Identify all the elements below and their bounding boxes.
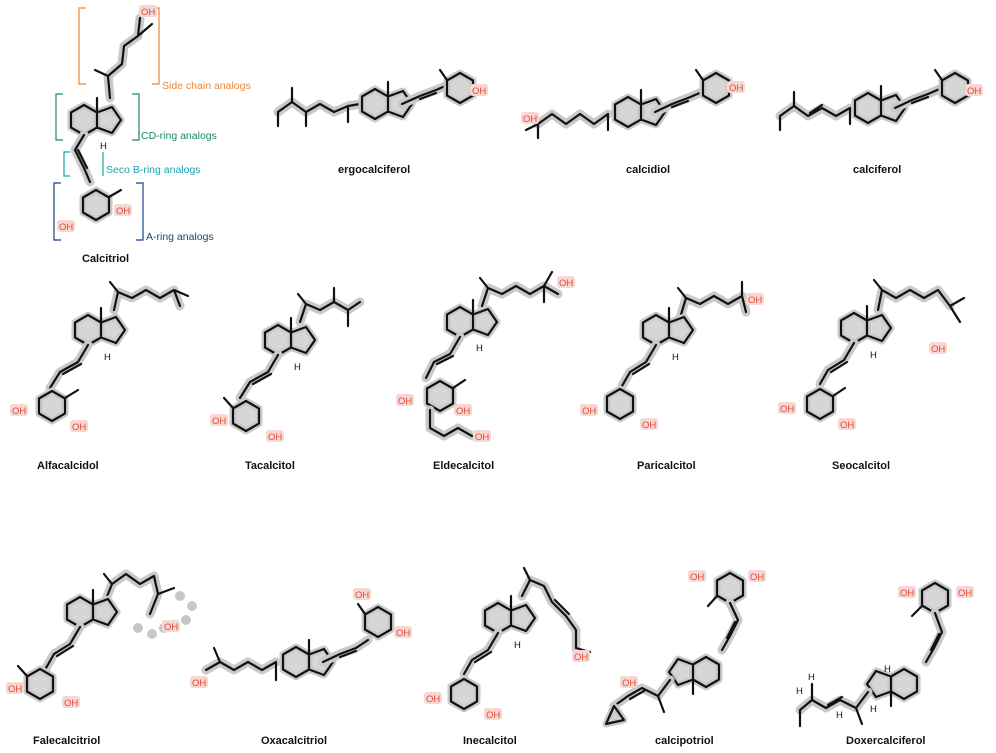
oh-label: OH [840,420,854,431]
compound-name-alfacalcidol: Alfacalcidol [37,460,99,472]
h-label: H [884,664,891,675]
compound-name-oxacalcitriol: Oxacalcitriol [261,735,327,747]
oh-label: OH [967,86,981,97]
falecalcitriol-structure: OH OH OH [6,569,197,709]
oh-label: OH [72,422,86,433]
calcitriol-structure: Side chain analogs CD-ring analogs Seco … [53,5,251,243]
h-label: H [514,640,521,651]
h-label: H [808,672,815,683]
h-label: H [836,710,843,721]
seco-b-ring-label: Seco B-ring analogs [106,164,201,176]
eldecalcitol-structure: OH H OH OH OH [396,270,575,443]
compound-name-ergocalciferol: ergocalciferol [338,164,410,176]
compound-name-seocalcitol: Seocalcitol [832,460,890,472]
calcidiol-structure: OH OH [521,68,745,140]
oh-label: OH [690,572,704,583]
oh-label: OH [729,83,743,94]
compound-name-calciferol: calciferol [853,164,901,176]
oh-label: OH [116,206,130,217]
seocalcitol-structure: OH H OH OH [778,278,966,431]
oh-label: OH [268,432,282,443]
oh-label: OH [523,114,537,125]
a-ring-bracket: A-ring analogs [53,182,214,243]
oh-label: OH [472,86,486,97]
compound-name-calcitriol: Calcitriol [82,253,129,265]
inecalcitol-structure: OH H OH OH [424,566,592,721]
h-label: H [100,141,107,152]
a-ring-label: A-ring analogs [146,231,214,243]
side-chain-label: Side chain analogs [162,80,251,92]
oh-label: OH [164,622,178,633]
oh-label: OH [426,694,440,705]
compound-name-doxercalciferol: Doxercalciferol [846,735,925,747]
oh-label: OH [748,295,762,306]
oh-label: OH [931,344,945,355]
h-label: H [870,704,877,715]
seco-b-ring-bracket: Seco B-ring analogs [63,151,201,177]
compound-name-eldecalcitol: Eldecalcitol [433,460,494,472]
compound-name-inecalcitol: Inecalcitol [463,735,517,747]
oh-label: OH [486,710,500,721]
oh-label: OH [574,652,588,663]
oh-label: OH [622,678,636,689]
oh-label: OH [59,222,73,233]
oh-label: OH [750,572,764,583]
cd-ring-label: CD-ring analogs [141,130,217,142]
h-label: H [870,350,877,361]
doxercalciferol-structure: OH OH H H H H H [795,583,974,728]
compound-name-tacalcitol: Tacalcitol [245,460,295,472]
oh-label: OH [456,406,470,417]
calciferol-structure: OH [775,68,983,132]
oh-label: OH [958,588,972,599]
oh-label: OH [559,278,573,289]
oh-label: OH [141,7,155,18]
paricalcitol-structure: OH H OH OH [580,280,764,431]
compound-name-calcidiol: calcidiol [626,164,670,176]
h-label: H [796,686,803,697]
oh-label: OH [475,432,489,443]
oh-label: OH [582,406,596,417]
oh-label: OH [355,590,369,601]
oh-label: OH [398,396,412,407]
oh-label: OH [642,420,656,431]
h-label: H [104,352,111,363]
calcipotriol-structure: OH OH OH [602,570,766,728]
oh-label: OH [192,678,206,689]
h-label: H [672,352,679,363]
compound-name-paricalcitol: Paricalcitol [637,460,696,472]
oh-label: OH [8,684,22,695]
oh-label: OH [900,588,914,599]
h-label: H [476,343,483,354]
tacalcitol-structure: H OH OH [210,286,365,443]
cd-ring-bracket: CD-ring analogs [55,93,217,142]
oxacalcitriol-structure: OH OH OH [190,588,412,689]
ergocalciferol-structure: OH [273,68,488,128]
oh-label: OH [12,406,26,417]
oh-label: OH [64,698,78,709]
compound-name-falecalcitriol: Falecalcitriol [33,735,100,747]
alfacalcidol-structure: H OH OH [10,280,190,433]
compound-name-calcipotriol: calcipotriol [655,735,714,747]
h-label: H [294,362,301,373]
oh-label: OH [396,628,410,639]
oh-label: OH [212,416,226,427]
oh-label: OH [780,404,794,415]
